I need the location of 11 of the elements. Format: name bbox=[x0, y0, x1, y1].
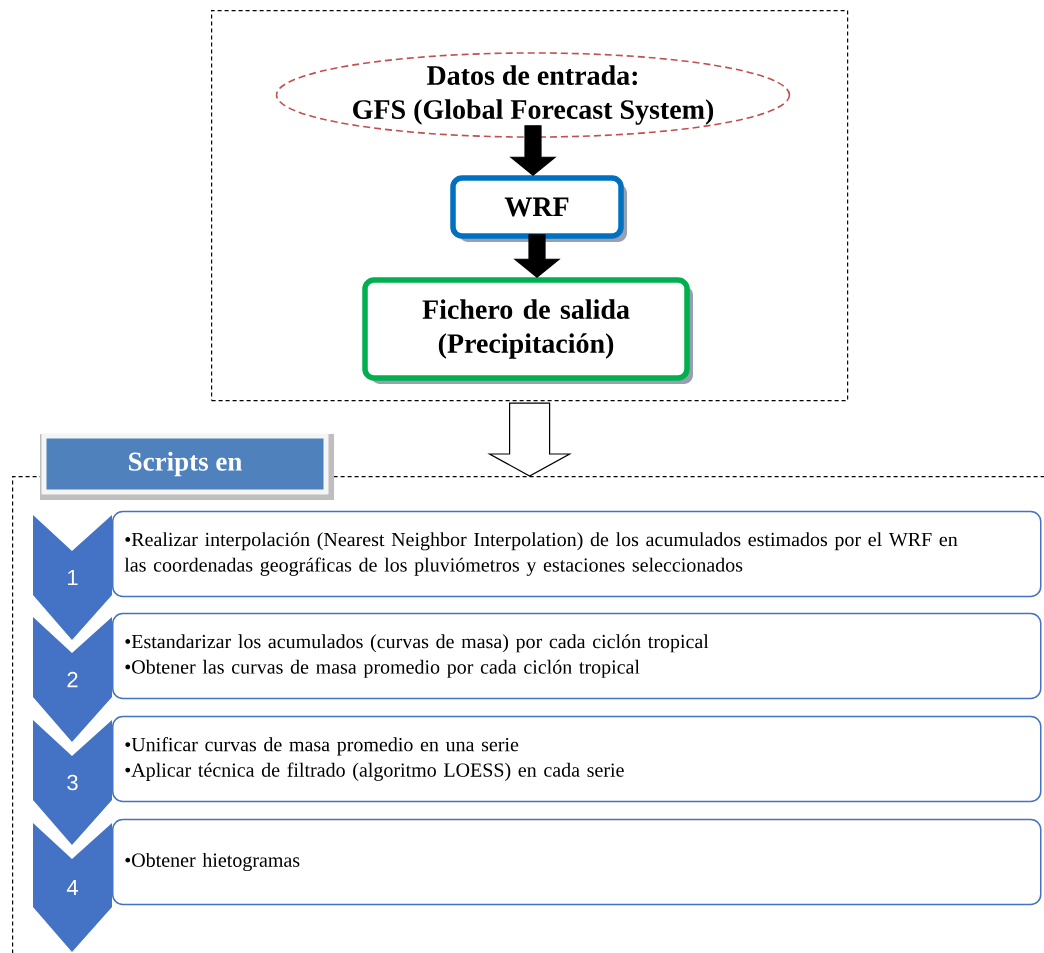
block-arrow bbox=[487, 402, 572, 477]
title-tab: Scripts en bbox=[40, 433, 334, 500]
block-arrow bbox=[509, 125, 557, 177]
step-box: •Obtener hietogramas bbox=[112, 818, 1042, 906]
block-arrow bbox=[513, 234, 561, 279]
dashed-frame bbox=[211, 10, 849, 402]
step-box: •Estandarizar los acumulados (curvas de masa) por cada ciclón tropical •Obtener las curvas de masa promedio por cada ciclón tropical bbox=[112, 612, 1042, 700]
output-box: Fichero de salida (Precipitación) bbox=[362, 277, 693, 384]
model-box: WRF bbox=[450, 175, 627, 242]
step-box: •Unificar curvas de masa promedio en una serie •Aplicar técnica de filtrado (algoritmo LOESS) en cada serie bbox=[112, 715, 1042, 803]
step-box: •Realizar interpolación (Nearest Neighbor Interpolation) de los acumulados estimados por el WRF en las coordenadas geográficas de los pluviómetros y estaciones seleccionados bbox=[112, 510, 1042, 598]
